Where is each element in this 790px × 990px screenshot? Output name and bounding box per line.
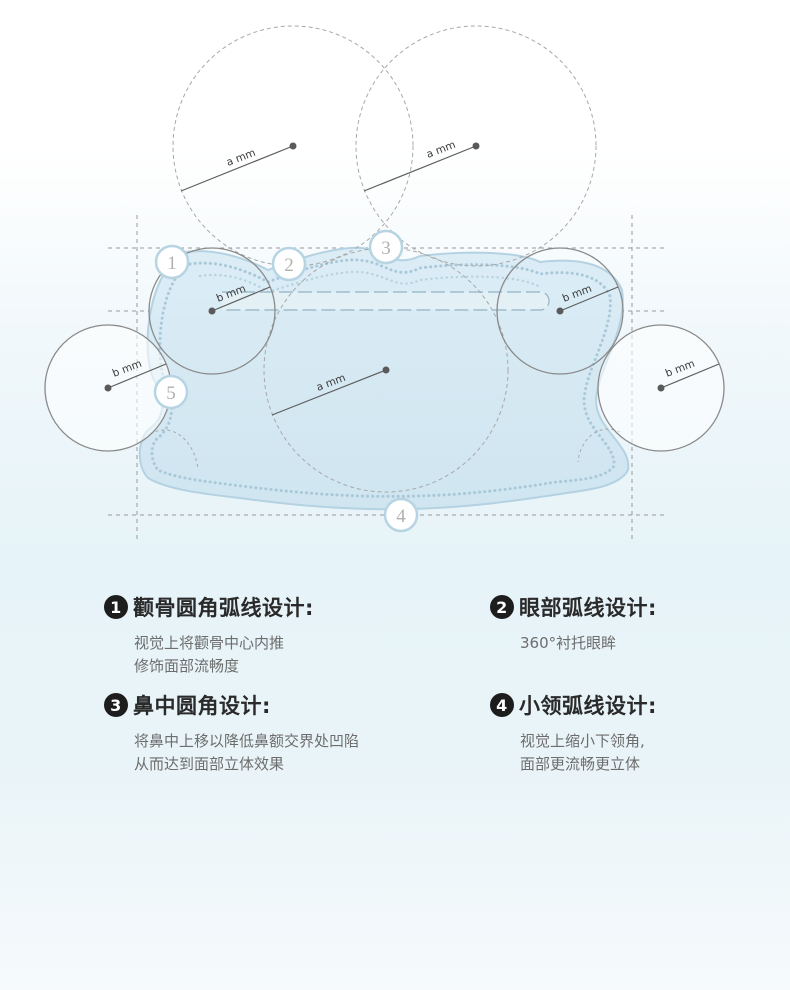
dimension-label-a: a mm	[225, 147, 258, 169]
feature-description: 视觉上将颧骨中心内推 修饰面部流畅度	[104, 632, 314, 678]
radius-lines	[107, 145, 720, 416]
mask-outline	[138, 246, 630, 511]
feature-title: 2 眼部弧线设计:	[490, 592, 657, 622]
feature-description-line: 从而达到面部立体效果	[134, 755, 285, 773]
top-right-a-circle	[355, 25, 597, 267]
feature-description-line: 360°衬托眼眸	[520, 634, 617, 652]
feature-description-line: 面部更流畅更立体	[520, 755, 641, 773]
feature-description: 视觉上缩小下领角, 面部更流畅更立体	[490, 730, 657, 776]
mask-dotted-seam	[150, 258, 616, 498]
feature-title: 3 鼻中圆角设计:	[104, 690, 359, 720]
circle-center-dots	[104, 142, 665, 392]
cheek-right-b-circle	[496, 247, 624, 375]
dimension-label-a: a mm	[425, 139, 458, 161]
mask-design-diagram: a mm a mm a mm b mm b mm b mm b mm 1 2 3…	[44, 25, 725, 540]
feature-nose: 3 鼻中圆角设计: 将鼻中上移以降低鼻额交界处凹陷 从而达到面部立体效果	[104, 690, 359, 776]
feature-description: 将鼻中上移以降低鼻额交界处凹陷 从而达到面部立体效果	[104, 730, 359, 776]
nose-wire	[222, 291, 550, 311]
cheek-left-b-circle	[148, 247, 276, 375]
feature-description-line: 视觉上将颧骨中心内推	[134, 634, 285, 652]
number-badge-icon: 3	[104, 693, 128, 717]
feature-title-text: 眼部弧线设计:	[519, 596, 657, 620]
feature-description-line: 将鼻中上移以降低鼻额交界处凹陷	[134, 732, 360, 750]
feature-title-text: 小领弧线设计:	[519, 694, 657, 718]
marker-2: 2	[284, 255, 294, 276]
feature-description: 360°衬托眼眸	[490, 632, 657, 655]
markers: 1 2 3 4 5	[153, 229, 419, 533]
feature-jaw: 4 小领弧线设计: 视觉上缩小下领角, 面部更流畅更立体	[490, 690, 657, 776]
mask-inner-dotted-seam	[198, 270, 540, 294]
marker-1: 1	[167, 253, 177, 274]
marker-5: 5	[166, 383, 176, 404]
feature-description-line: 视觉上缩小下领角,	[520, 732, 645, 750]
number-badge-icon: 1	[104, 595, 128, 619]
feature-eye: 2 眼部弧线设计: 360°衬托眼眸	[490, 592, 657, 655]
feature-title: 1 颧骨圆角弧线设计:	[104, 592, 314, 622]
number-badge-icon: 4	[490, 693, 514, 717]
feature-title-text: 颧骨圆角弧线设计:	[133, 596, 314, 620]
marker-4: 4	[396, 506, 406, 527]
top-left-a-circle	[172, 25, 414, 267]
feature-title: 4 小领弧线设计:	[490, 690, 657, 720]
feature-cheekbone: 1 颧骨圆角弧线设计: 视觉上将颧骨中心内推 修饰面部流畅度	[104, 592, 314, 678]
feature-description-line: 修饰面部流畅度	[134, 657, 240, 675]
number-badge-icon: 2	[490, 595, 514, 619]
feature-title-text: 鼻中圆角设计:	[133, 694, 271, 718]
marker-3: 3	[381, 238, 391, 259]
